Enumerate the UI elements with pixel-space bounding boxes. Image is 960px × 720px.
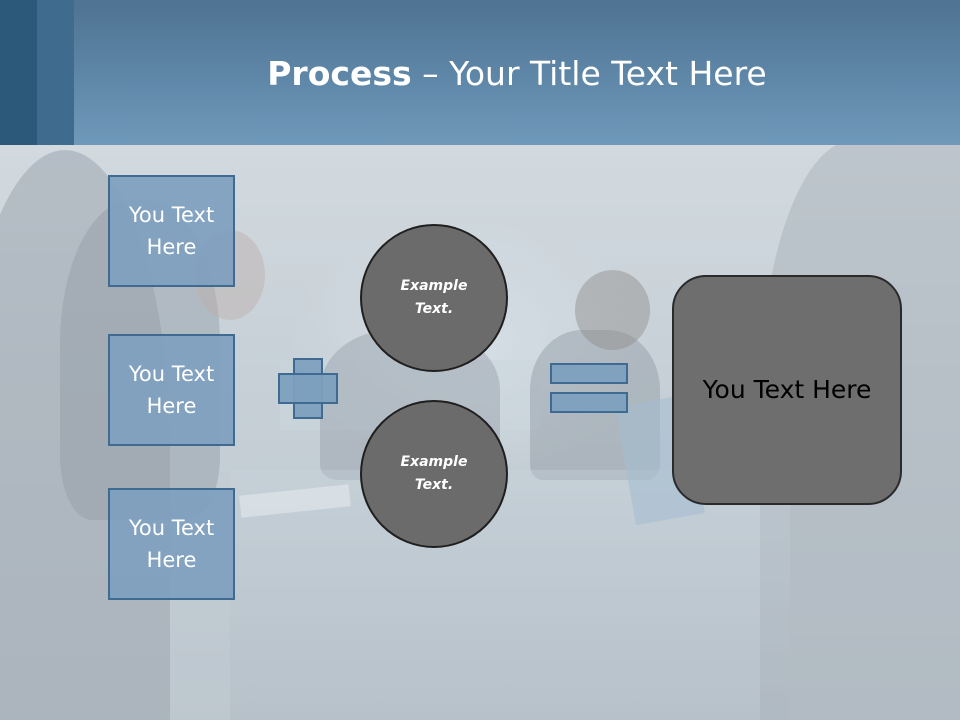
equals-icon — [550, 363, 628, 384]
header-accent-light — [37, 0, 74, 145]
example-circle-2-label: Example Text. — [400, 454, 468, 493]
title-bar: Process – Your Title Text Here — [0, 0, 960, 145]
left-box-3-label: You Text Here — [128, 516, 215, 572]
example-circle-1[interactable]: Example Text. — [360, 224, 508, 372]
left-box-2-label: You Text Here — [128, 362, 215, 418]
plus-icon-center — [295, 375, 321, 402]
left-box-2[interactable]: You Text Here — [108, 334, 235, 446]
photo-head-presenter — [575, 270, 650, 350]
left-box-1-label: You Text Here — [128, 203, 215, 259]
result-box[interactable]: You Text Here — [672, 275, 902, 505]
example-circle-1-label: Example Text. — [400, 278, 468, 317]
example-circle-2[interactable]: Example Text. — [360, 400, 508, 548]
title-bold-text: Process — [267, 54, 412, 93]
header-accent-dark — [0, 0, 37, 145]
title-rest-text: – Your Title Text Here — [411, 54, 767, 93]
left-box-1[interactable]: You Text Here — [108, 175, 235, 287]
equals-icon-bottom-bar — [550, 392, 628, 413]
result-box-label: You Text Here — [702, 375, 872, 404]
left-box-3[interactable]: You Text Here — [108, 488, 235, 600]
slide-title[interactable]: Process – Your Title Text Here — [74, 52, 960, 96]
